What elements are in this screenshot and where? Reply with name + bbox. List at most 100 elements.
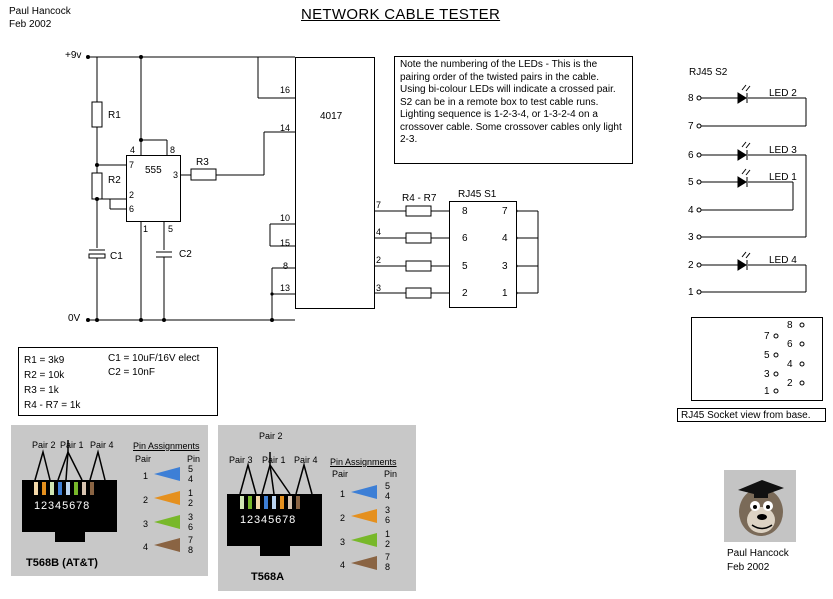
- t568a-pair3: Pair 3: [229, 455, 253, 465]
- t568a-assign-title: Pin Assignments: [330, 457, 397, 467]
- rj45-s2-label: RJ45 S2: [689, 67, 728, 78]
- pin-555-4: 4: [130, 145, 136, 155]
- t568b-name: T568B (AT&T): [26, 557, 98, 569]
- pin-4017-3: 3: [376, 283, 382, 293]
- t568b-row3-pin-b: 6: [188, 522, 194, 532]
- s2-pin-6: 6: [688, 150, 694, 161]
- s2-pin-1: 1: [688, 287, 694, 298]
- ic-4017: [295, 57, 375, 309]
- t568a-row2-pin-b: 6: [385, 515, 391, 525]
- r2-label: R2: [108, 175, 121, 186]
- t568b-row1-pin-a: 5: [188, 464, 194, 474]
- socket-pin-7: 7: [764, 331, 770, 342]
- r4r7-label: R4 - R7: [402, 193, 437, 204]
- t568a-pair4: Pair 4: [294, 455, 318, 465]
- s2-pin-2: 2: [688, 260, 694, 271]
- pin-4017-16: 16: [280, 85, 291, 95]
- s1-pin-5: 5: [462, 261, 468, 272]
- t568a-row4-pair: 4: [340, 560, 346, 570]
- t568b-row2-pair: 2: [143, 495, 149, 505]
- part-r4r7: R4 - R7 = 1k: [24, 400, 81, 411]
- part-c2: C2 = 10nF: [108, 367, 155, 378]
- avatar-cartoon-icon: [724, 470, 796, 542]
- t568a-pair2: Pair 2: [259, 431, 283, 441]
- ic-555: [126, 155, 181, 222]
- t568a-pin-numbers: 12345678: [240, 514, 297, 526]
- t568a-row4-pin-a: 7: [385, 552, 391, 562]
- part-c1: C1 = 10uF/16V elect: [108, 353, 200, 364]
- zero-volt-label: 0V: [68, 313, 81, 324]
- r1-label: R1: [108, 110, 121, 121]
- s1-pin-6: 6: [462, 233, 468, 244]
- t568b-row3-pin-a: 3: [188, 512, 194, 522]
- parts-list-box: [18, 347, 218, 416]
- part-r2: R2 = 10k: [24, 370, 65, 381]
- t568a-row1-pin-b: 4: [385, 491, 391, 501]
- rj45-s1-box: [449, 201, 517, 308]
- t568a-row2-pin-a: 3: [385, 505, 391, 515]
- pin-555-1: 1: [143, 224, 149, 234]
- socket-caption: RJ45 Socket view from base.: [677, 408, 826, 422]
- pin-4017-13: 13: [280, 283, 291, 293]
- t568b-pair1: Pair 1: [60, 440, 84, 450]
- note-box: Note the numbering of the LEDs - This is…: [394, 56, 633, 164]
- rj45-s1-label: RJ45 S1: [458, 189, 497, 200]
- t568a-row4-pin-b: 8: [385, 562, 391, 572]
- s2-pin-3: 3: [688, 232, 694, 243]
- led-1-label: LED 1: [769, 172, 797, 183]
- pin-555-5: 5: [168, 224, 174, 234]
- part-r3: R3 = 1k: [24, 385, 59, 396]
- t568b-pin-numbers: 12345678: [34, 500, 91, 512]
- author-name: Paul Hancock: [9, 6, 71, 17]
- t568b-assign-title: Pin Assignments: [133, 441, 200, 451]
- pin-4017-7: 7: [376, 200, 382, 210]
- socket-view-box: [691, 317, 823, 401]
- t568a-name: T568A: [251, 571, 285, 583]
- t568a-row3-pin-b: 2: [385, 539, 391, 549]
- pin-555-7: 7: [129, 160, 135, 170]
- t568b-col-pair: Pair: [135, 454, 152, 464]
- pin-555-6: 6: [129, 204, 135, 214]
- t568b-pair2: Pair 2: [32, 440, 56, 450]
- ic-4017-label: 4017: [320, 111, 343, 122]
- author-date: Feb 2002: [9, 19, 52, 30]
- pin-4017-2: 2: [376, 255, 382, 265]
- signature-date: Feb 2002: [727, 562, 770, 573]
- t568b-pair4: Pair 4: [90, 440, 114, 450]
- s2-pin-8: 8: [688, 93, 694, 104]
- led-2-label: LED 2: [769, 88, 797, 99]
- socket-pin-2: 2: [787, 378, 793, 389]
- led-3-label: LED 3: [769, 145, 797, 156]
- author-avatar: [724, 470, 796, 542]
- t568a-row1-pin-a: 5: [385, 481, 391, 491]
- pin-4017-8: 8: [283, 261, 289, 271]
- signature-name: Paul Hancock: [727, 548, 789, 559]
- s1-pin-7: 7: [502, 206, 508, 217]
- socket-pin-3: 3: [764, 369, 770, 380]
- t568a-pair1: Pair 1: [262, 455, 286, 465]
- s1-pin-2: 2: [462, 288, 468, 299]
- c2-label: C2: [179, 249, 192, 260]
- t568a-row2-pair: 2: [340, 513, 346, 523]
- pin-555-2: 2: [129, 190, 135, 200]
- r3-label: R3: [196, 157, 209, 168]
- pin-4017-15: 15: [280, 238, 291, 248]
- pin-4017-4: 4: [376, 227, 382, 237]
- t568a-col-pair: Pair: [332, 469, 349, 479]
- t568b-row1-pair: 1: [143, 471, 149, 481]
- s1-pin-8: 8: [462, 206, 468, 217]
- page-title: NETWORK CABLE TESTER: [301, 6, 501, 23]
- s1-pin-4: 4: [502, 233, 508, 244]
- s2-pin-4: 4: [688, 205, 694, 216]
- socket-pin-5: 5: [764, 350, 770, 361]
- pin-4017-10: 10: [280, 213, 291, 223]
- t568a-row3-pair: 3: [340, 537, 346, 547]
- socket-pin-6: 6: [787, 339, 793, 350]
- t568a-col-pin: Pin: [384, 469, 398, 479]
- s2-pin-5: 5: [688, 177, 694, 188]
- t568b-col-pin: Pin: [187, 454, 201, 464]
- t568b-row4-pin-b: 8: [188, 545, 194, 555]
